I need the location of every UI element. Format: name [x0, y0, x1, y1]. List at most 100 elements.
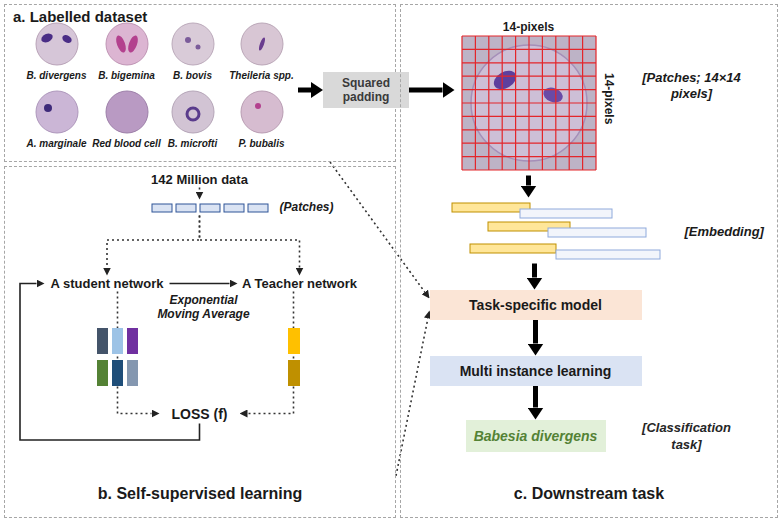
patch-token — [176, 204, 196, 212]
box-label: Squared padding — [323, 76, 409, 104]
network-name: A student network — [51, 276, 164, 291]
output-bar — [288, 328, 300, 354]
dotted-arrow — [199, 188, 201, 192]
flow-arrow — [298, 88, 311, 93]
loss-name: LOSS (f) — [172, 406, 228, 422]
dotted-arrow — [200, 216, 300, 268]
cell-image — [106, 23, 148, 65]
patch-tokens — [152, 204, 268, 212]
parasite — [44, 104, 52, 112]
embedding-group: [Embedding] — [445, 198, 775, 264]
cell-sample: Theileria spp. — [227, 20, 297, 82]
parasite — [40, 32, 54, 44]
output-bar — [112, 328, 123, 354]
dimension-label: 14-pixels — [503, 20, 554, 34]
cell-sample: B. bovis — [158, 20, 228, 82]
cell-image — [36, 91, 78, 133]
cell-sample: B. bigemina — [92, 20, 162, 82]
teacher-outputs — [288, 328, 300, 386]
process-box: Squared padding — [323, 72, 409, 108]
panel-box: c. Downstream task 14-pixels 14-pixels [Pat… — [400, 4, 778, 518]
cell-sample: A. marginale — [22, 88, 92, 150]
cell-image — [241, 91, 283, 133]
patch-token — [248, 204, 268, 212]
patch-token — [152, 204, 172, 212]
box-label: Babesia divergens — [474, 428, 598, 444]
cell-image — [106, 91, 148, 133]
box-label: Task-specific model — [469, 297, 602, 313]
embedding-bar — [452, 203, 530, 212]
embedding-bar — [548, 228, 646, 237]
patch-token — [224, 204, 244, 212]
output-bar — [127, 360, 138, 386]
edge-label: Exponential Moving Average — [149, 293, 259, 321]
result-box: Babesia divergens[Classification task] — [466, 420, 606, 452]
species-label: B. bigemina — [98, 70, 155, 82]
species-label: A. marginale — [26, 138, 86, 150]
patch-label: (Patches) — [280, 200, 334, 214]
embedding-bars — [452, 203, 660, 259]
patch-grid-image — [462, 36, 596, 170]
cell-image — [36, 23, 78, 65]
dimension-label: 14-pixels — [602, 73, 616, 124]
output-bar — [97, 360, 108, 386]
process-box: Task-specific model — [430, 290, 642, 320]
cell-sample: B. microfti — [158, 88, 228, 150]
species-label: Theileria spp. — [229, 70, 293, 82]
ema-arrow — [170, 283, 230, 285]
box-label: Multi instance learning — [460, 363, 612, 379]
dotted-arrow — [107, 216, 200, 268]
species-label: B. microfti — [168, 138, 217, 150]
data-source: 142 Million data — [140, 172, 260, 188]
cell-sample: P. bubalis — [227, 88, 297, 150]
cell-image — [172, 23, 214, 65]
bracket-note: [Classification task] — [628, 419, 746, 453]
parasite — [187, 108, 199, 120]
output-bar — [112, 360, 123, 386]
species-label: Red blood cell — [92, 138, 160, 150]
patch-grid — [462, 36, 596, 170]
padding-ground — [462, 36, 596, 170]
network-name: A Teacher network — [242, 276, 357, 291]
output-bar — [97, 328, 108, 354]
cell-image — [172, 91, 214, 133]
species-label: B. bovis — [173, 70, 212, 82]
cell-sample: B. divergens — [22, 20, 92, 82]
flow-arrow — [526, 176, 531, 186]
embedding-bar — [520, 209, 612, 218]
loss-label: LOSS (f) — [160, 404, 240, 424]
data-label: 142 Million data — [151, 172, 248, 187]
output-bar — [288, 360, 300, 386]
dotted-arrow — [330, 162, 425, 292]
species-label: P. bubalis — [239, 138, 285, 150]
student-outputs — [97, 328, 138, 386]
parasite — [196, 45, 201, 50]
process-box: Multi instance learning — [430, 356, 642, 386]
parasite — [126, 34, 140, 54]
flow-arrow — [533, 386, 538, 408]
panel-title: c. Downstream task — [401, 485, 777, 503]
parasite — [185, 37, 191, 43]
cell-sample: Red blood cell — [92, 88, 162, 150]
parasite — [61, 33, 73, 44]
network-label: A Teacher network — [238, 276, 362, 292]
patch-token — [200, 204, 220, 212]
parasite — [255, 103, 261, 109]
embedding-bar — [556, 250, 660, 259]
flow-arrow — [409, 88, 443, 93]
parasite — [258, 37, 267, 52]
patch-image: 14-pixels 14-pixels [Patches; 14×14 pixels… — [455, 18, 777, 176]
flow-arrow — [532, 264, 537, 278]
bracket-note: [Embedding] — [685, 224, 764, 239]
flow-arrow — [533, 320, 538, 344]
cell-image — [241, 23, 283, 65]
bracket-note: [Patches; 14×14 pixels] — [640, 70, 744, 102]
panel-title: a. Labelled dataset — [13, 8, 147, 25]
parasite — [541, 85, 565, 105]
network-label: A student network — [45, 276, 170, 292]
panel-title: b. Self-supervised learning — [5, 485, 395, 503]
parasite — [114, 34, 128, 54]
output-bar — [127, 328, 138, 354]
panel-box: b. Self-supervised learning 142 Million d… — [4, 166, 396, 518]
patch-row: (Patches) — [150, 200, 340, 216]
